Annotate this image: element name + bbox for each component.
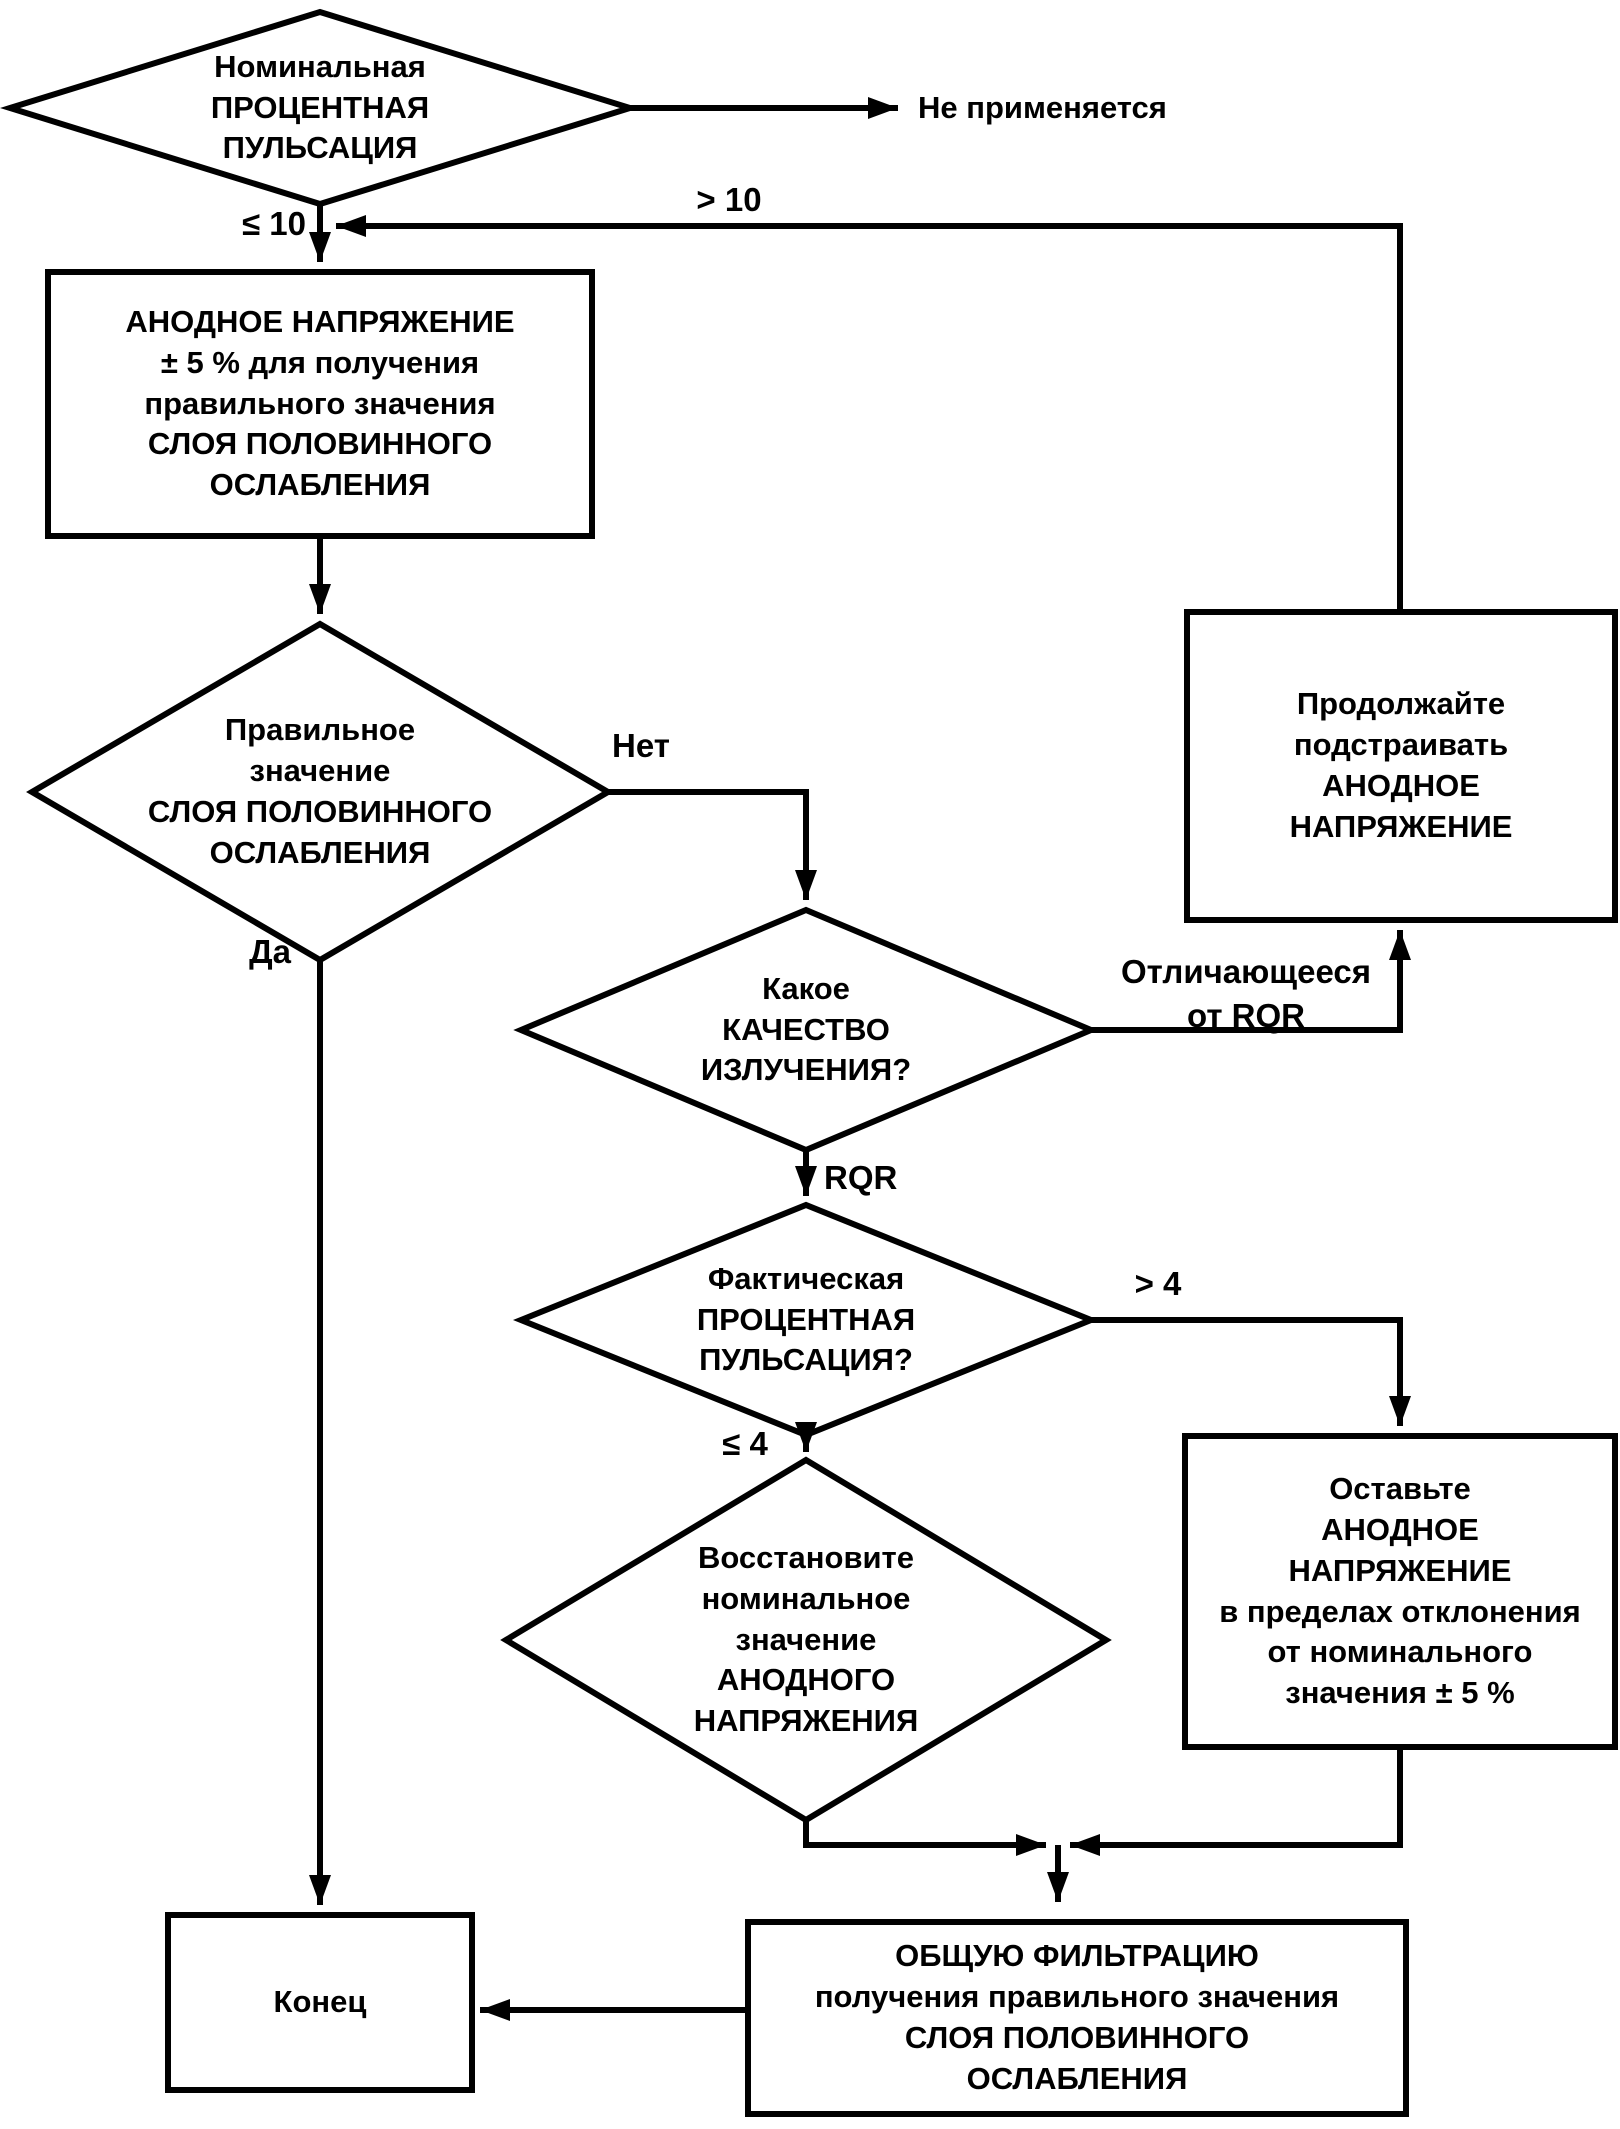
label-nominal-percentage-ripple: Номинальная ПРОЦЕНТНАЯ ПУЛЬСАЦИЯ [210, 48, 430, 166]
edge-label-rqr: RQR [824, 1159, 898, 1197]
box-keep-adjusting-anode-voltage [1184, 609, 1618, 923]
edge-label-gt4: > 4 [1134, 1265, 1182, 1303]
box-anode-voltage-5pct [45, 269, 595, 539]
label-end: Конец [273, 1984, 367, 2020]
edge-label-le10: ≤ 10 [242, 205, 306, 243]
label-radiation-quality: Какое КАЧЕСТВО ИЗЛУЧЕНИЯ? [700, 970, 912, 1088]
box-keep-anode-voltage-within-5pct [1182, 1433, 1618, 1750]
box-end [165, 1912, 475, 2093]
box-total-filtration [745, 1919, 1409, 2117]
edge-label-yes: Да [249, 933, 291, 971]
diamond-restore-nominal-anode-voltage [500, 1456, 1112, 1824]
edge-keep-anode-to-merge [1070, 1747, 1403, 1856]
diamond-radiation-quality [513, 906, 1099, 1154]
label-not-applicable: Не применяется [918, 89, 1167, 125]
edge-feedback-gt10 [336, 215, 1403, 612]
edge-label-gt10: > 10 [696, 181, 762, 219]
edge-restore-to-merge [803, 1820, 1046, 1856]
edge-not-rqr-to-keep-adjusting [1091, 930, 1411, 1033]
edge-label-no: Нет [612, 727, 670, 765]
edge-gt4-to-keep-anode [1091, 1317, 1411, 1426]
diamond-correct-hvl-value [26, 620, 614, 964]
label-keep-adjusting-anode-voltage: Продолжайте подстраивать АНОДНОЕ НАПРЯЖЕ… [1289, 686, 1513, 844]
label-keep-anode-voltage-within-5pct: Оставьте АНОДНОЕ НАПРЯЖЕНИЕ в пределах о… [1219, 1470, 1581, 1711]
label-anode-voltage-5pct: АНОДНОЕ НАПРЯЖЕНИЕ ± 5 % для получения п… [125, 303, 515, 503]
edge-no-to-radiation-quality [608, 789, 817, 900]
edge-label-not-rqr: Отличающееся от RQR [1120, 953, 1372, 1034]
label-total-filtration: ОБЩУЮ ФИЛЬТРАЦИЮ получения правильного з… [814, 1938, 1340, 2096]
diamond-nominal-percentage-ripple [0, 8, 641, 208]
label-correct-hvl-value: Правильное значение СЛОЯ ПОЛОВИННОГО ОСЛ… [147, 712, 493, 870]
diamond-actual-percentage-ripple [512, 1201, 1100, 1439]
edge-label-le4: ≤ 4 [722, 1425, 768, 1463]
label-restore-nominal-anode-voltage: Восстановите номинальное значение АНОДНО… [693, 1539, 919, 1739]
label-actual-percentage-ripple: Фактическая ПРОЦЕНТНАЯ ПУЛЬСАЦИЯ? [696, 1260, 916, 1378]
